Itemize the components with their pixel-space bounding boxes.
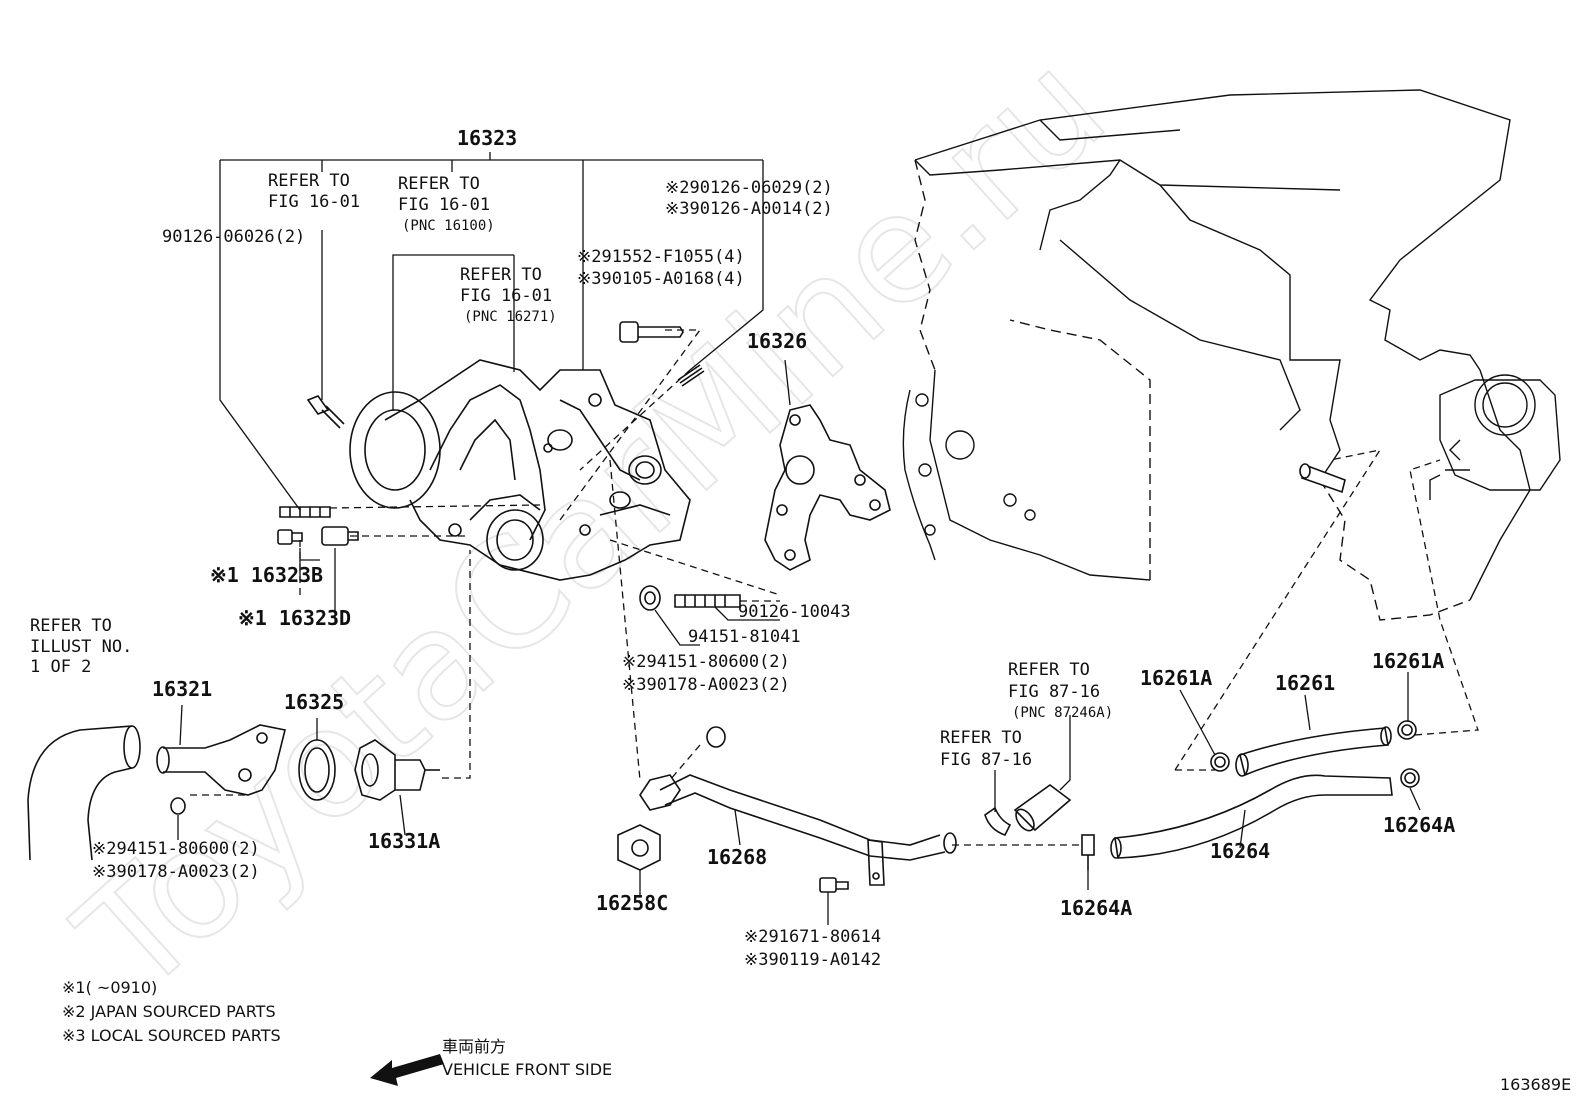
clamp-87-16: [984, 806, 1012, 836]
callout-94151-80600-b: ※294151-80600(2): [92, 839, 260, 859]
callout-91552-F1055: ※291552-F1055(4): [577, 247, 745, 267]
bolt-91552-F1055: [619, 321, 684, 343]
stud-16323D: [279, 506, 331, 518]
stud-90126-06029: [677, 364, 705, 387]
legend: ※1( ~0910) ※2 JAPAN SOURCED PARTS ※3 LOC…: [62, 978, 281, 1045]
callout-90126-06026: 90126-06026(2): [162, 227, 305, 247]
callout-16331A: 16331A: [368, 829, 440, 853]
refer-e-line2: FIG 87-16: [1008, 682, 1100, 702]
vehicle-front-arrow: [370, 1054, 444, 1086]
clamp-16261A-right: [1397, 720, 1417, 740]
callout-94151-81041: 94151-81041: [688, 627, 801, 647]
hose-16264: [1110, 774, 1393, 859]
refer-a-line1: REFER TO: [268, 171, 350, 191]
refer-b-line1: REFER TO: [398, 174, 480, 194]
radiator-hose: [27, 725, 141, 861]
callout-labels: 16323 REFER TO FIG 16-01 REFER TO FIG 16…: [30, 126, 1455, 970]
legend-note-3: ※3 LOCAL SOURCED PARTS: [62, 1026, 281, 1045]
engine-block-outline: [902, 89, 1561, 621]
refer-e-line1: REFER TO: [1008, 660, 1090, 680]
bolt-91671-80614: [819, 877, 849, 893]
callout-16261A-right: 16261A: [1372, 649, 1444, 673]
callout-16264A-center: 16264A: [1060, 896, 1132, 920]
refer-e-line3: (PNC 87246A): [1012, 705, 1113, 721]
gasket-16326: [764, 404, 891, 571]
refer-d-line3: 1 OF 2: [30, 657, 91, 677]
refer-f-line1: REFER TO: [940, 728, 1022, 748]
refer-b-line2: FIG 16-01: [398, 195, 490, 215]
refer-b-line3: (PNC 16100): [402, 218, 495, 234]
callout-16264A-right: 16264A: [1383, 813, 1455, 837]
hose-16261: [1235, 726, 1392, 777]
refer-f-line2: FIG 87-16: [940, 750, 1032, 770]
callout-16325: 16325: [284, 690, 344, 714]
water-inlet-16321: [156, 724, 286, 815]
alignment-dash-lines: [190, 329, 1479, 846]
stud-90126-10043: [674, 594, 741, 608]
gasket-16258C: [617, 824, 661, 871]
callout-16258C: 16258C: [596, 891, 668, 915]
legend-note-2: ※2 JAPAN SOURCED PARTS: [62, 1002, 276, 1021]
nut-94151-80600: [706, 726, 726, 748]
callout-90105-A0168: ※390105-A0168(4): [577, 269, 745, 289]
callout-16321: 16321: [152, 677, 212, 701]
water-pump-assembly: [349, 359, 691, 581]
callout-16261: 16261: [1275, 671, 1335, 695]
refer-c-line1: REFER TO: [460, 265, 542, 285]
callout-16323B: ※1 16323B: [210, 563, 323, 587]
callout-16326: 16326: [747, 329, 807, 353]
leader-lines: [177, 152, 1421, 925]
refer-a-line2: FIG 16-01: [268, 192, 360, 212]
refer-c-line3: (PNC 16271): [464, 309, 557, 325]
bolt-90126-06026: [306, 395, 345, 429]
direction-jp: 車両前方: [442, 1037, 506, 1056]
callout-16323: 16323: [457, 126, 517, 150]
callout-16261A-left: 16261A: [1140, 666, 1212, 690]
clamp-16264A-right: [1400, 768, 1420, 788]
bypass-pipe-16268: [639, 774, 957, 886]
nut-94151-81041: [639, 585, 661, 611]
direction-en: VEHICLE FRONT SIDE: [442, 1060, 612, 1079]
callout-94151-80600-a: ※294151-80600(2): [622, 652, 790, 672]
hose-87246A: [1013, 784, 1072, 832]
direction-indicator: 車両前方 VEHICLE FRONT SIDE: [442, 1037, 612, 1079]
bolt-16323B: [277, 526, 359, 546]
callout-16323D: ※1 16323D: [238, 606, 351, 630]
refer-d-line2: ILLUST NO.: [30, 637, 132, 657]
thermostat-16331A: [354, 739, 440, 801]
callout-90126-06029: ※290126-06029(2): [665, 178, 833, 198]
callout-16264: 16264: [1210, 839, 1270, 863]
callout-90178-A0023-a: ※390178-A0023(2): [622, 675, 790, 695]
legend-note-1: ※1( ~0910): [62, 978, 157, 997]
clamp-16264A-center: [1081, 834, 1095, 870]
refer-c-line2: FIG 16-01: [460, 286, 552, 306]
callout-90178-A0023-b: ※390178-A0023(2): [92, 862, 260, 882]
callout-16268: 16268: [707, 845, 767, 869]
refer-d-line1: REFER TO: [30, 616, 112, 636]
figure-id: 163689E: [1500, 1075, 1571, 1094]
clamp-16261A-left: [1210, 752, 1230, 772]
callout-90126-A0014: ※390126-A0014(2): [665, 199, 833, 219]
callout-91671-80614: ※291671-80614: [744, 927, 881, 947]
callout-90119-A0142: ※390119-A0142: [744, 950, 881, 970]
callout-90126-10043: 90126-10043: [738, 602, 851, 622]
